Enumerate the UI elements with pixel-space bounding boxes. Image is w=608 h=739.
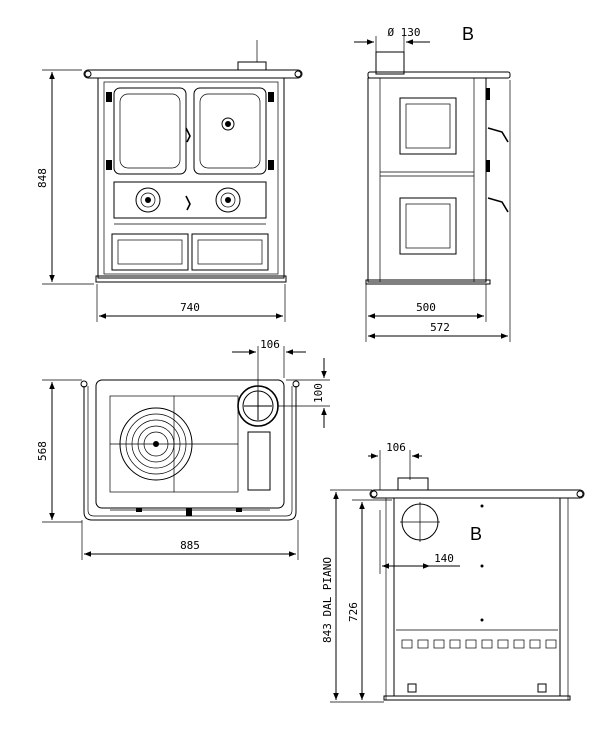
front-width-label: 740 <box>180 301 200 314</box>
top-view: 106 100 568 885 <box>36 338 330 560</box>
front-view: 848 740 <box>36 40 303 322</box>
rear-flue-offset-x: 106 <box>386 441 406 454</box>
side-view-label: B <box>462 24 474 44</box>
rear-height-726: 726 <box>347 602 360 622</box>
rear-view-label: B <box>470 524 482 544</box>
total-depth-label: 572 <box>430 321 450 334</box>
top-depth-label: 568 <box>36 441 49 461</box>
rear-view: B 106 140 <box>321 441 585 703</box>
rear-height-plane: 843 DAL PIANO <box>321 557 334 643</box>
vent-slots <box>401 639 557 649</box>
rear-flue-height: 140 <box>434 552 454 565</box>
side-view: Ø 130 B 500 572 <box>354 24 511 342</box>
front-height-label: 848 <box>36 168 49 188</box>
top-width-label: 885 <box>180 539 200 552</box>
top-flue-offset-x: 106 <box>260 338 280 351</box>
top-flue-offset-y: 100 <box>312 383 325 403</box>
flue-diameter-label: Ø 130 <box>387 26 420 39</box>
body-depth-label: 500 <box>416 301 436 314</box>
